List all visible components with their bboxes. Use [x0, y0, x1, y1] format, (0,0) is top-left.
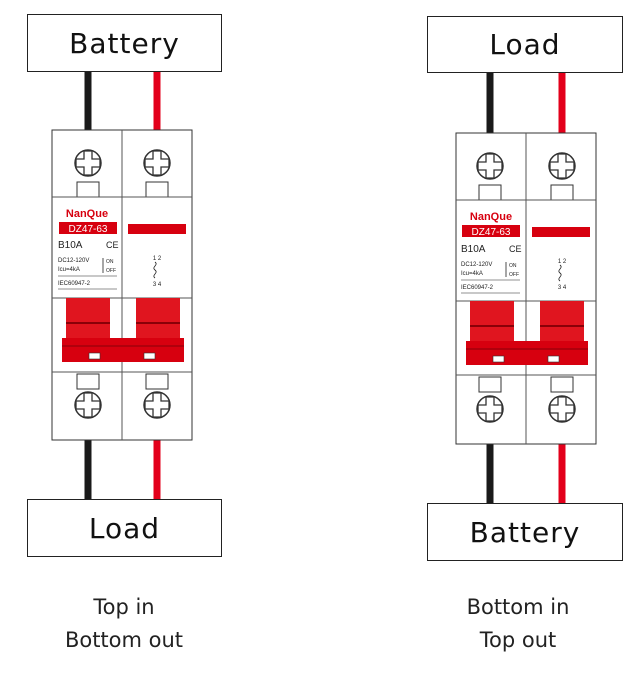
right-handle-1 — [470, 301, 514, 341]
right-handle-bar — [466, 341, 588, 365]
right-model-badge — [462, 225, 520, 237]
right-standard: IEC60947-2 — [461, 285, 494, 291]
left-handle-bar — [62, 338, 184, 362]
right-term-top: 1 2 — [558, 259, 567, 265]
left-load-box: Load — [27, 499, 222, 557]
right-top-screw-2-icon — [548, 152, 576, 180]
left-battery-box: Battery — [27, 14, 222, 72]
left-caption: Top in Bottom out — [14, 591, 234, 657]
right-caption: Bottom in Top out — [408, 591, 628, 657]
left-off: OFF — [106, 268, 116, 274]
right-top-screw-1-icon — [476, 152, 504, 180]
left-handle-2 — [136, 298, 180, 338]
left-rating: B10A — [58, 240, 83, 251]
left-coil-icon — [153, 261, 157, 279]
right-brand: NanQue — [470, 211, 512, 223]
left-caption-line2: Bottom out — [64, 628, 184, 652]
left-top-screw-2-icon — [143, 149, 171, 177]
right-term-bottom: 3 4 — [558, 285, 567, 291]
right-load-label: Load — [489, 28, 561, 61]
left-on: ON — [106, 259, 114, 265]
right-breaking: Icu=4kA — [461, 271, 483, 277]
left-indicator-bar — [128, 224, 186, 234]
right-bottom-screw-2-icon — [548, 395, 576, 423]
right-ce-mark: CE — [509, 244, 522, 254]
left-breaker: NanQue DZ47-63 B10A CE DC12-120V Icu=4kA… — [51, 129, 193, 441]
right-caption-line2: Top out — [479, 628, 557, 652]
left-bottom-screw-1-icon — [74, 391, 102, 419]
right-coil-icon — [558, 264, 562, 282]
left-standard: IEC60947-2 — [58, 281, 91, 287]
left-model-badge — [59, 222, 117, 234]
right-rating: B10A — [461, 244, 486, 255]
left-ce-mark: CE — [106, 240, 119, 250]
right-model: DZ47-63 — [472, 227, 511, 238]
left-model: DZ47-63 — [69, 224, 108, 235]
right-on: ON — [509, 263, 517, 269]
right-battery-box: Battery — [427, 503, 623, 561]
left-breaking: Icu=4kA — [58, 267, 80, 273]
left-load-label: Load — [88, 511, 161, 545]
left-caption-line1: Top in — [93, 595, 155, 619]
right-breaker: NanQue DZ47-63 B10A CE DC12-120V Icu=4kA… — [455, 132, 597, 445]
left-brand: NanQue — [66, 208, 108, 220]
left-battery-label: Battery — [69, 26, 180, 60]
left-bottom-screw-2-icon — [143, 391, 171, 419]
left-top-screw-1-icon — [74, 149, 102, 177]
right-battery-label: Battery — [469, 515, 581, 549]
right-indicator-bar — [532, 227, 590, 237]
right-caption-line1: Bottom in — [466, 595, 570, 619]
left-term-top: 1 2 — [153, 256, 162, 262]
right-voltage: DC12-120V — [461, 262, 492, 268]
right-bottom-screw-1-icon — [476, 395, 504, 423]
right-off: OFF — [509, 272, 519, 278]
left-voltage: DC12-120V — [58, 258, 89, 264]
left-handle-1 — [66, 298, 110, 338]
right-load-box: Load — [427, 16, 623, 73]
left-term-bottom: 3 4 — [153, 282, 162, 288]
right-handle-2 — [540, 301, 584, 341]
